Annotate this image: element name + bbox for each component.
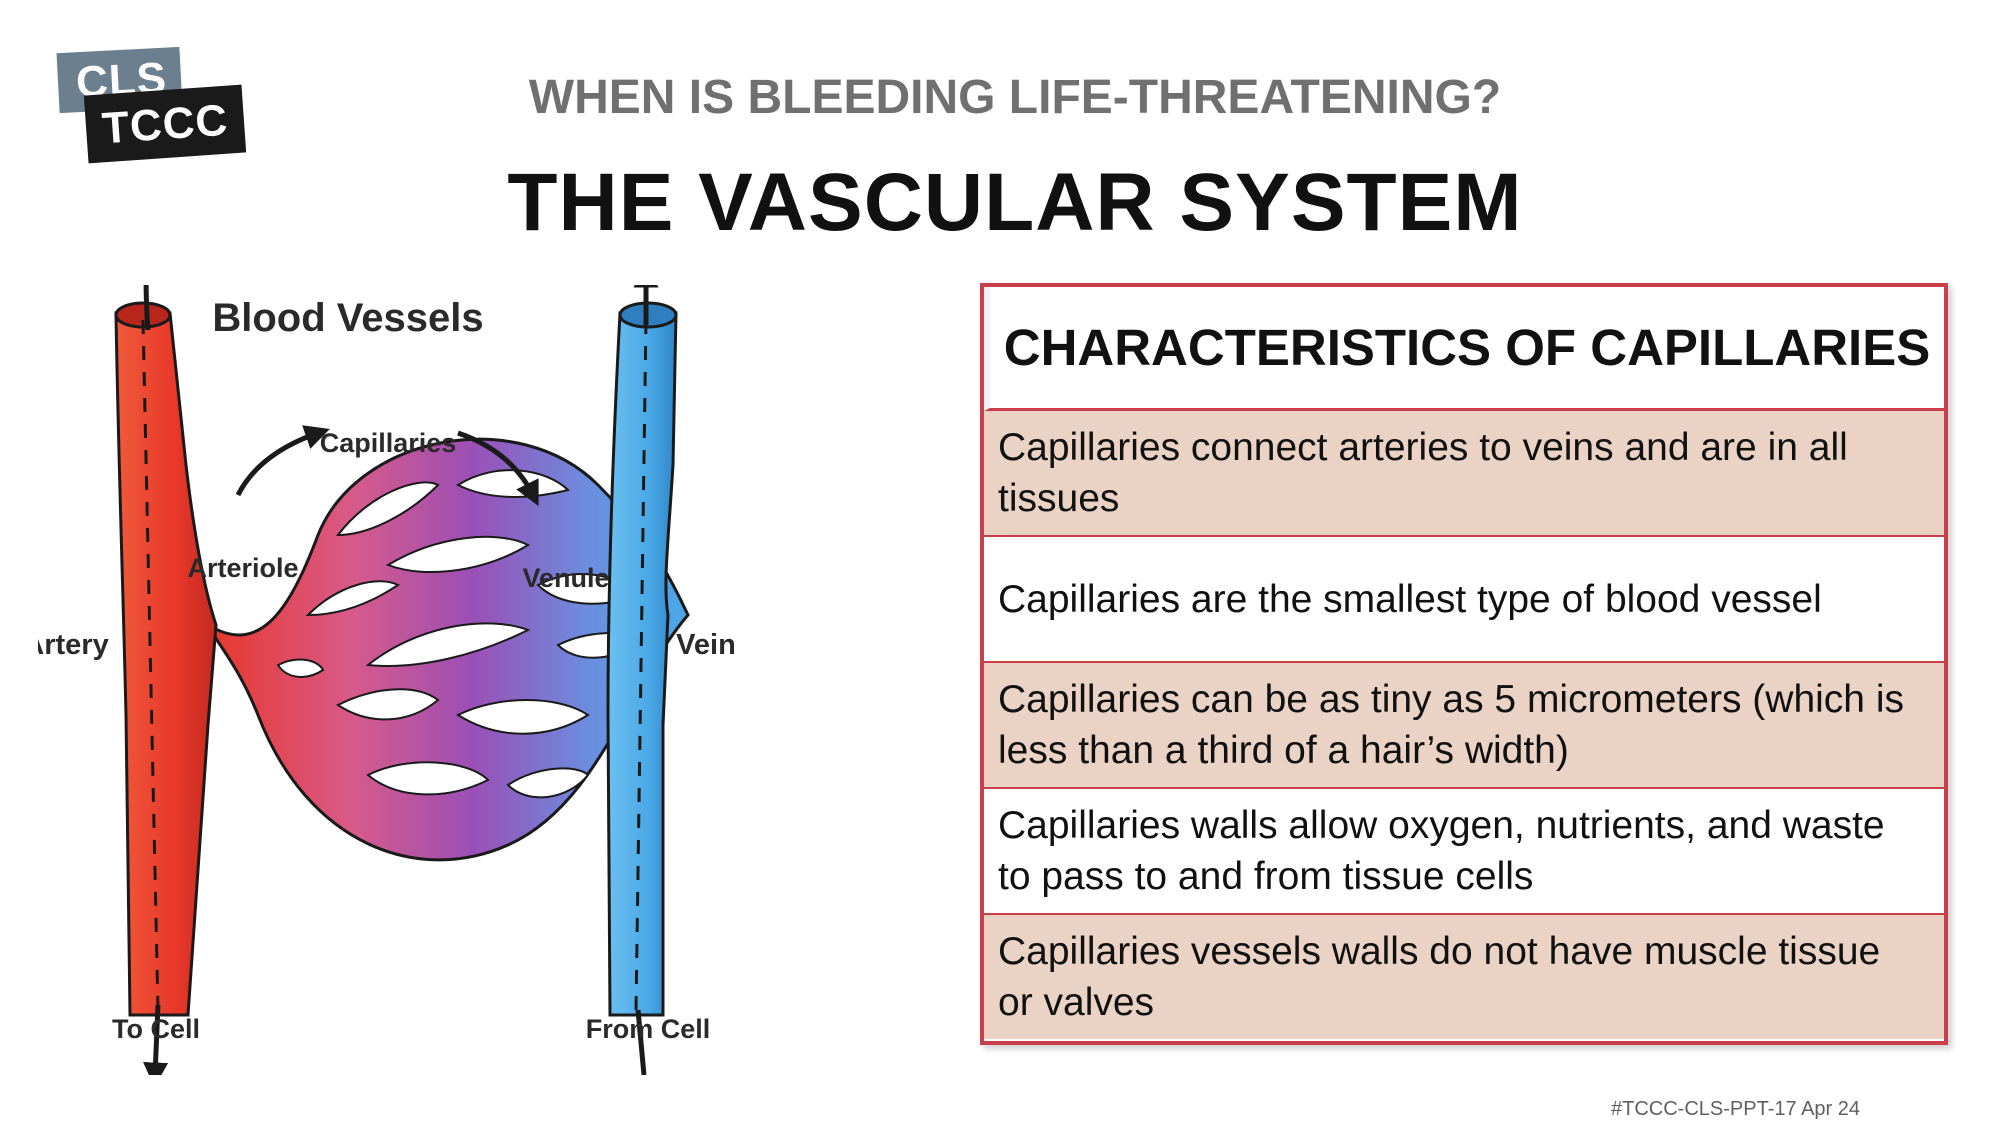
- table-row: Capillaries walls allow oxygen, nutrient…: [984, 789, 1944, 915]
- artery-in-arrow-line: [143, 285, 151, 331]
- slide-footer-code: #TCCC-CLS-PPT-17 Apr 24: [1611, 1098, 1860, 1120]
- artery-vessel: [114, 311, 218, 1017]
- capillaries-characteristics-table: CHARACTERISTICS OF CAPILLARIES Capillari…: [980, 283, 1948, 1045]
- table-row: Capillaries vessels walls do not have mu…: [984, 915, 1944, 1039]
- blood-vessels-illustration: Blood Vessels Capillaries Arteriole Venu…: [38, 285, 736, 1075]
- diagram-title: Blood Vessels: [212, 296, 483, 340]
- capillary-flow-arrow-left: [235, 425, 330, 497]
- capillary-gap: [455, 699, 590, 735]
- table-row: Capillaries are the smallest type of blo…: [984, 537, 1944, 663]
- artery-flow-dashes: [141, 319, 160, 1011]
- capillary-gap: [305, 580, 400, 617]
- capillary-flow-arrow-right: [457, 430, 539, 507]
- capillary-gap: [506, 767, 590, 799]
- artery-label: Artery: [38, 629, 109, 661]
- capillary-gap: [336, 688, 440, 721]
- table-row: Capillaries connect arteries to veins an…: [984, 411, 1944, 537]
- arteriole-label: Arteriole: [187, 553, 298, 583]
- capillary-gap: [366, 761, 490, 796]
- capillaries-label: Capillaries: [320, 428, 457, 458]
- table-row: Capillaries can be as tiny as 5 micromet…: [984, 663, 1944, 789]
- from-cell-label: From Cell: [586, 1014, 711, 1044]
- vein-label: Vein: [676, 629, 736, 661]
- capillary-gap: [365, 622, 531, 667]
- table-header: CHARACTERISTICS OF CAPILLARIES: [984, 287, 1944, 411]
- venule-label: Venule: [522, 563, 609, 593]
- slide-subtitle: WHEN IS BLEEDING LIFE-THREATENING?: [528, 71, 1502, 124]
- capillary-gap: [455, 469, 570, 498]
- to-cell-label: To Cell: [112, 1014, 200, 1044]
- capillary-gap: [276, 658, 325, 678]
- vein-flow-dashes: [634, 319, 648, 1011]
- capillary-gap: [335, 481, 440, 537]
- to-cell-arrow: [143, 1004, 169, 1075]
- blood-vessels-diagram: Blood Vessels Capillaries Arteriole Venu…: [38, 285, 968, 1075]
- from-cell-arrow-line: [635, 1009, 647, 1075]
- slide-title: THE VASCULAR SYSTEM: [507, 157, 1523, 248]
- capillary-gap: [385, 535, 531, 574]
